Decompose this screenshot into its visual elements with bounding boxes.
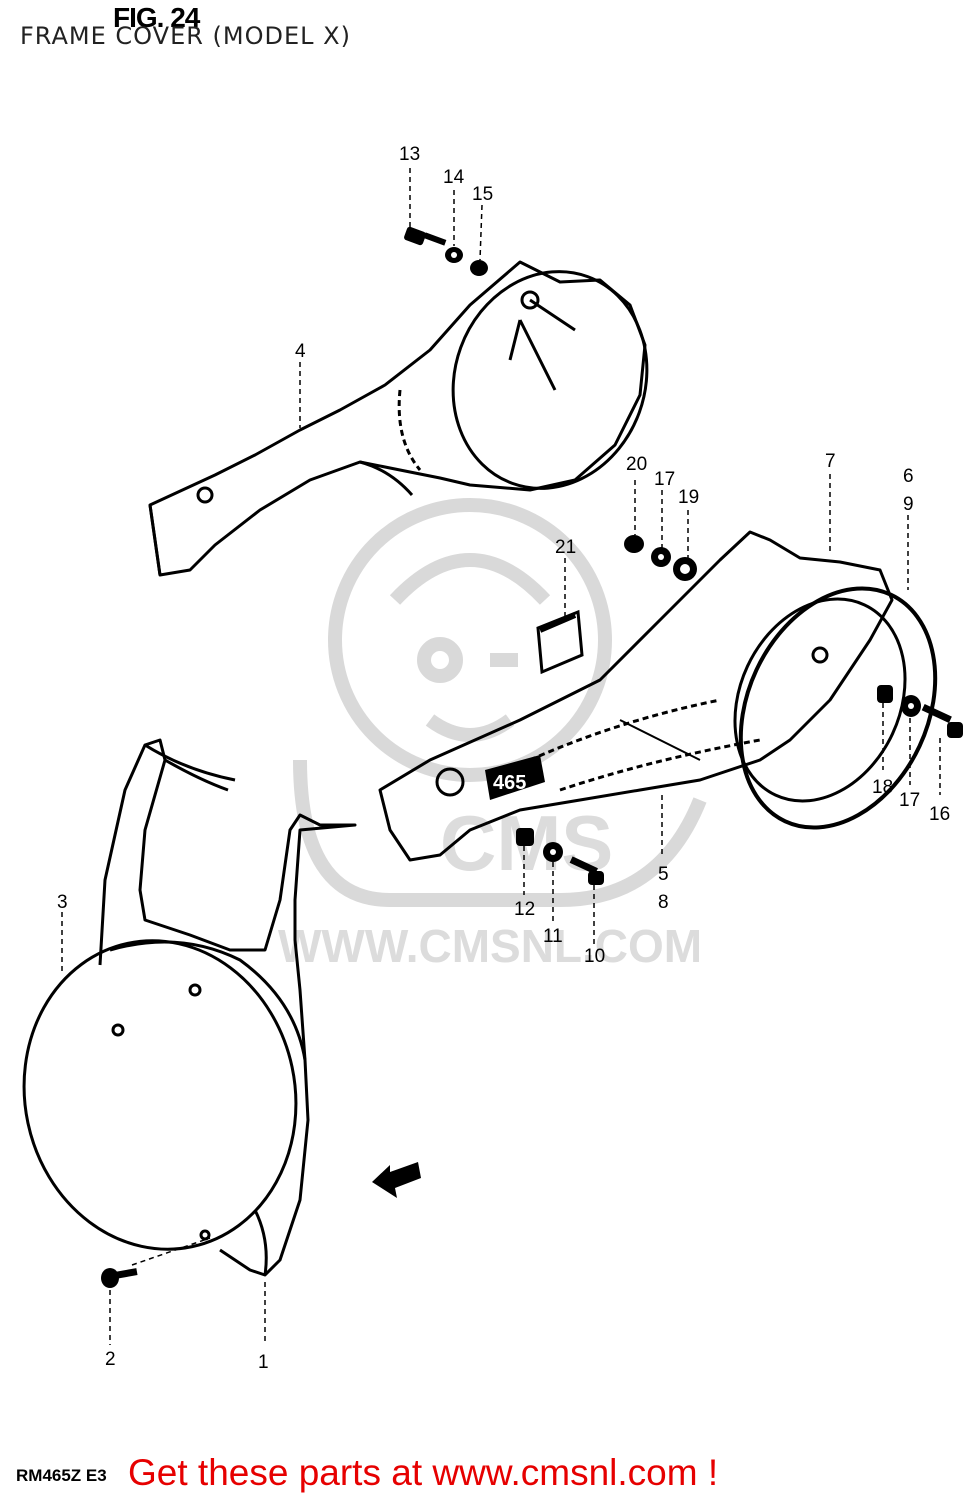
callout-3: 3 <box>57 892 68 913</box>
callout-13: 13 <box>399 144 420 165</box>
callout-19: 19 <box>678 487 699 508</box>
callout-1: 1 <box>258 1352 269 1373</box>
callout-20: 20 <box>626 454 647 475</box>
decal-465-text: 465 <box>493 772 526 794</box>
watermark-logo-helmet <box>389 553 551 605</box>
callout-15: 15 <box>472 184 493 205</box>
callout-16: 16 <box>929 804 950 825</box>
page-title: FRAME COVER (MODEL X) <box>20 22 351 50</box>
watermark-logo-base <box>293 759 707 907</box>
callout-2: 2 <box>105 1349 116 1370</box>
callout-7: 7 <box>825 451 836 472</box>
callout-21: 21 <box>555 537 576 558</box>
cmsnl-watermark <box>293 498 707 907</box>
callout-11: 11 <box>543 926 563 947</box>
callout-17-right: 17 <box>899 790 920 811</box>
decal-465: 465 <box>485 755 545 800</box>
callout-14: 14 <box>443 167 465 188</box>
callout-9: 9 <box>903 494 914 515</box>
watermark-logo-smile <box>425 714 515 742</box>
callout-4: 4 <box>295 341 306 362</box>
figure-number: FIG. 24 <box>113 2 200 33</box>
part-1-left-frame-cover <box>22 738 357 1277</box>
part-4-upper-frame-cover <box>148 260 649 577</box>
leader-lines <box>61 168 941 1345</box>
callout-10: 10 <box>584 946 605 967</box>
part-21-label-mark <box>538 612 577 633</box>
model-code: RM465Z E3 <box>16 1466 107 1485</box>
watermark-logo-eye <box>417 637 463 683</box>
part-2-screw <box>101 1268 138 1288</box>
callout-12: 12 <box>514 899 535 920</box>
get-parts-link[interactable]: Get these parts at www.cmsnl.com ! <box>128 1452 719 1493</box>
fasteners-20-17-19 <box>624 535 697 581</box>
fasteners-13-14-15 <box>404 226 488 276</box>
callout-numbers: 1 2 3 4 5 6 7 8 9 10 11 12 13 14 15 16 1… <box>57 144 950 1373</box>
fasteners-18-17-16 <box>877 685 963 738</box>
callout-8: 8 <box>658 892 669 913</box>
watermark-url-text: WWW.CMSNL.COM <box>278 920 702 972</box>
callout-18: 18 <box>872 777 893 798</box>
callout-5: 5 <box>658 864 669 885</box>
watermark-logo-ring <box>328 498 612 782</box>
front-direction-arrow <box>372 1162 421 1198</box>
part-5-right-frame-cover <box>378 530 938 862</box>
callout-6: 6 <box>903 466 914 487</box>
callout-17-top: 17 <box>654 469 675 490</box>
